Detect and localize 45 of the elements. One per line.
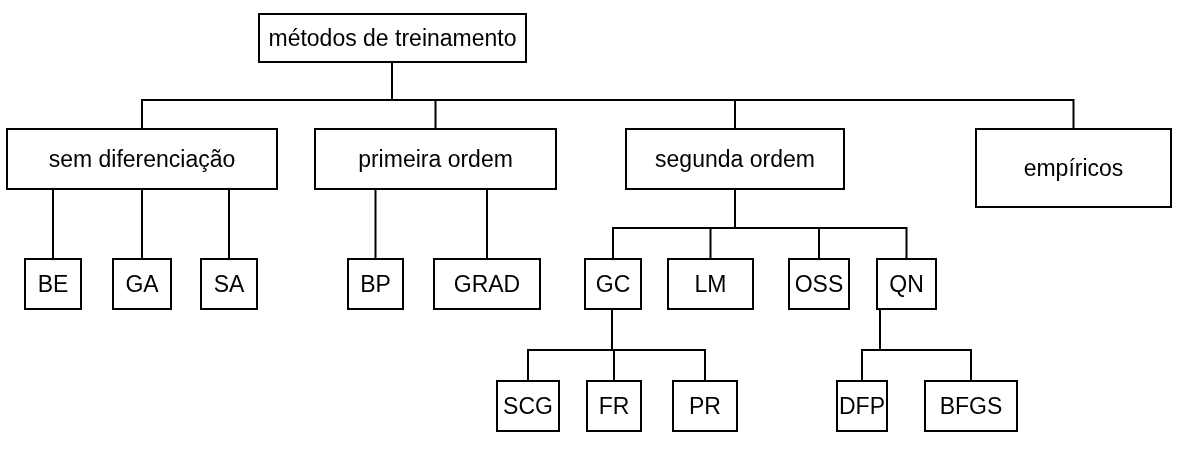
- category-box: [258, 13, 527, 63]
- category-box: [112, 258, 172, 310]
- node-label: LM: [694, 270, 727, 298]
- node-label: empíricos: [1023, 154, 1124, 182]
- connector-line: [374, 189, 377, 259]
- category-box: [584, 258, 642, 310]
- node-label: BE: [37, 270, 69, 298]
- category-box: [347, 258, 404, 310]
- node-label: SA: [213, 270, 245, 298]
- category-box: [975, 128, 1172, 208]
- category-box: [788, 258, 850, 310]
- node-label: OSS: [794, 270, 844, 298]
- category-box: [496, 380, 560, 432]
- category-box: [586, 380, 642, 432]
- connector-line: [486, 189, 488, 259]
- node-label: GC: [595, 270, 631, 298]
- category-box: [924, 380, 1018, 432]
- node-label: BP: [360, 270, 391, 298]
- connector-line: [228, 189, 230, 259]
- connector-line: [879, 309, 972, 381]
- category-box: [314, 128, 557, 190]
- node-label: DFP: [839, 392, 885, 420]
- node-label: PR: [689, 392, 721, 420]
- category-box: [200, 258, 258, 310]
- connector-line: [52, 189, 54, 259]
- node-label: GRAD: [453, 270, 521, 298]
- node-label: SCG: [503, 392, 553, 420]
- category-box: [667, 258, 754, 310]
- category-box: [24, 258, 82, 310]
- node-label: métodos de treinamento: [268, 24, 517, 52]
- node-label: segunda ordem: [655, 145, 815, 173]
- node-label: sem diferenciação: [48, 145, 236, 173]
- category-box: [836, 380, 888, 432]
- category-box: [6, 128, 278, 190]
- category-box: [625, 128, 845, 190]
- connector-line: [141, 189, 143, 259]
- node-label: FR: [598, 392, 630, 420]
- node-label: GA: [125, 270, 159, 298]
- node-label: BFGS: [939, 392, 1003, 420]
- category-box: [672, 380, 738, 432]
- node-label: primeira ordem: [358, 145, 513, 173]
- connector-line: [611, 309, 706, 381]
- category-box: [876, 258, 937, 310]
- node-label: QN: [889, 270, 924, 298]
- category-box: [433, 258, 541, 310]
